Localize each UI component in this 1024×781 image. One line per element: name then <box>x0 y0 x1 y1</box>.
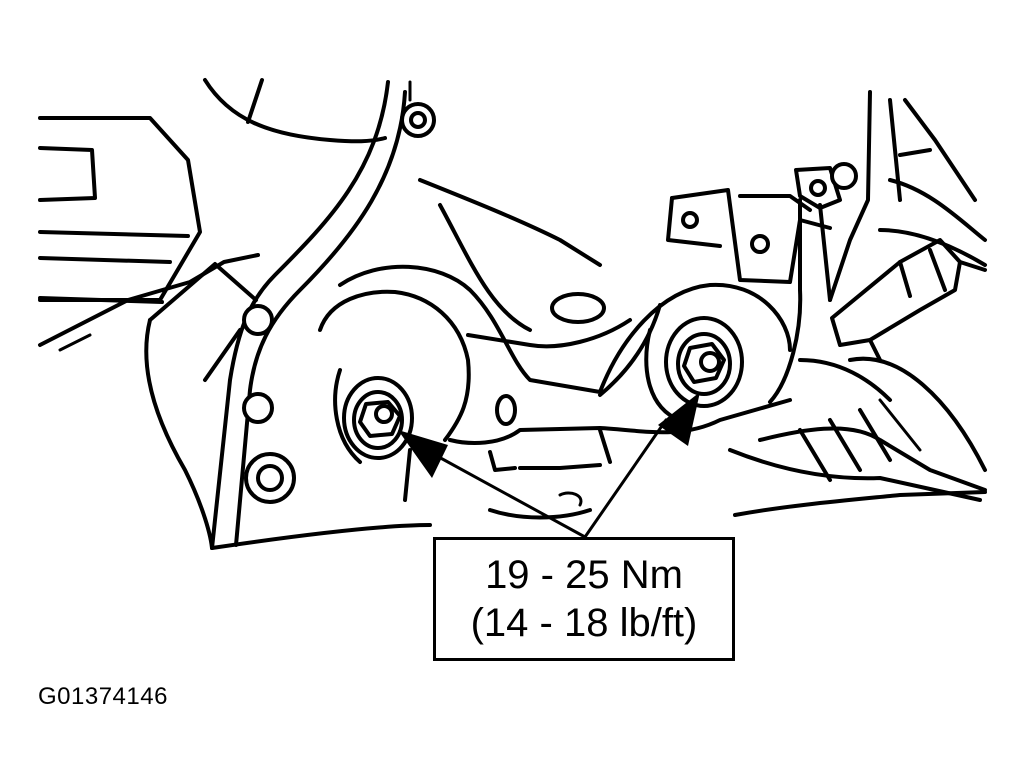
torque-imperial: (14 - 18 lb/ft) <box>470 601 698 645</box>
left-bracket <box>210 80 602 550</box>
callout-leaders <box>398 392 700 539</box>
plate-slot <box>550 292 606 324</box>
upper-outline <box>203 78 412 144</box>
torque-metric: 19 - 25 Nm <box>485 553 683 597</box>
lower-left-mount <box>144 262 296 550</box>
right-structure <box>728 90 987 502</box>
left-component <box>38 116 260 352</box>
lower-outline <box>210 490 987 550</box>
leader-line-left <box>424 448 587 539</box>
figure-id: G01374146 <box>38 683 168 710</box>
arrowhead-left <box>398 430 448 478</box>
right-bracket <box>666 162 858 404</box>
mount-bolt-right <box>644 316 744 422</box>
plate-hole-small <box>495 394 517 426</box>
mount-bolt-left <box>333 368 414 464</box>
lower-left-hole-2 <box>242 392 274 424</box>
lower-left-hole <box>242 304 274 336</box>
mount-plate <box>318 203 792 520</box>
arrowhead-right <box>658 392 700 446</box>
right-bracket-hole <box>681 211 699 229</box>
torque-callout: 19 - 25 Nm (14 - 18 lb/ft) <box>433 537 735 661</box>
leader-line-right <box>583 418 668 539</box>
